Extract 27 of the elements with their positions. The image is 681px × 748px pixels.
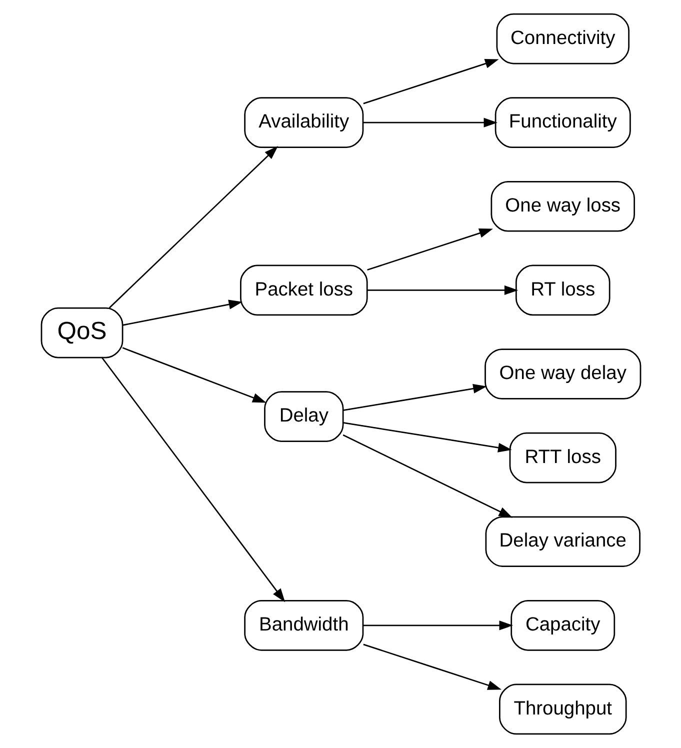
node-box: QoS [40, 307, 123, 358]
arrow [342, 434, 512, 518]
node-box: Functionality [494, 97, 630, 148]
arrow [342, 384, 486, 411]
node-box: RTT loss [508, 432, 616, 484]
arrow [362, 644, 502, 690]
node-box: Packet loss [240, 264, 368, 316]
node-box: Bandwidth [244, 600, 364, 651]
node-box: One way delay [484, 348, 641, 400]
arrow [362, 620, 513, 630]
arrow [366, 285, 518, 295]
arrow [362, 118, 498, 128]
node-box: Delay [264, 391, 344, 442]
arrow [101, 357, 285, 602]
node-box: Availability [244, 97, 364, 148]
arrow [362, 58, 498, 104]
arrow [108, 146, 278, 308]
arrow [122, 300, 242, 326]
node-box: Delay variance [484, 516, 640, 568]
node-box: Throughput [498, 684, 626, 735]
arrow [342, 422, 512, 452]
node-box: Capacity [510, 600, 615, 651]
node-box: One way loss [490, 180, 634, 232]
arrow [366, 228, 492, 271]
node-box: RT loss [514, 264, 610, 316]
arrow [122, 347, 266, 403]
node-box: Connectivity [496, 13, 630, 64]
